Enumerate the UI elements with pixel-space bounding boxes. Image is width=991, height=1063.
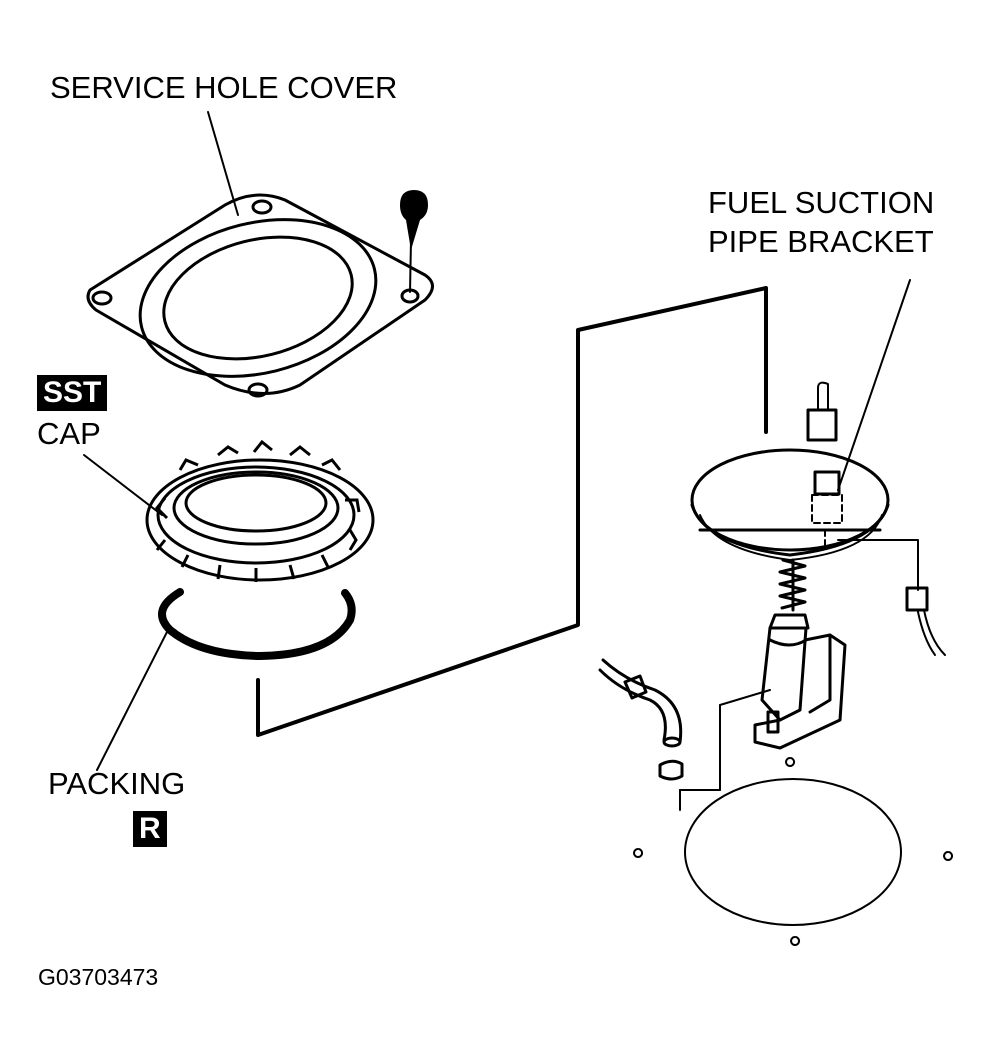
- fuel-suction-label-line1: FUEL SUCTION: [708, 185, 935, 220]
- cap-label: CAP: [37, 416, 101, 451]
- sst-badge: SST: [37, 375, 108, 411]
- screw: [400, 190, 428, 293]
- fuel-suction-label-line2: PIPE BRACKET: [708, 224, 934, 259]
- fuel-pump-assembly: [679, 381, 946, 811]
- mounting-holes: [633, 757, 954, 946]
- r-badge: R: [133, 811, 167, 847]
- packing-label: PACKING: [48, 766, 186, 801]
- packing-ring: [96, 588, 356, 771]
- service-hole-cover: [86, 111, 434, 398]
- service-hole-cover-label: SERVICE HOLE COVER: [50, 70, 398, 105]
- fuel-hose: [598, 658, 684, 781]
- cap-ring: [83, 439, 375, 582]
- gasket: [684, 778, 902, 926]
- fuel-suction-leader: [837, 279, 911, 491]
- figure-code: G03703473: [38, 964, 159, 990]
- subassembly-boundary-line: [256, 286, 768, 737]
